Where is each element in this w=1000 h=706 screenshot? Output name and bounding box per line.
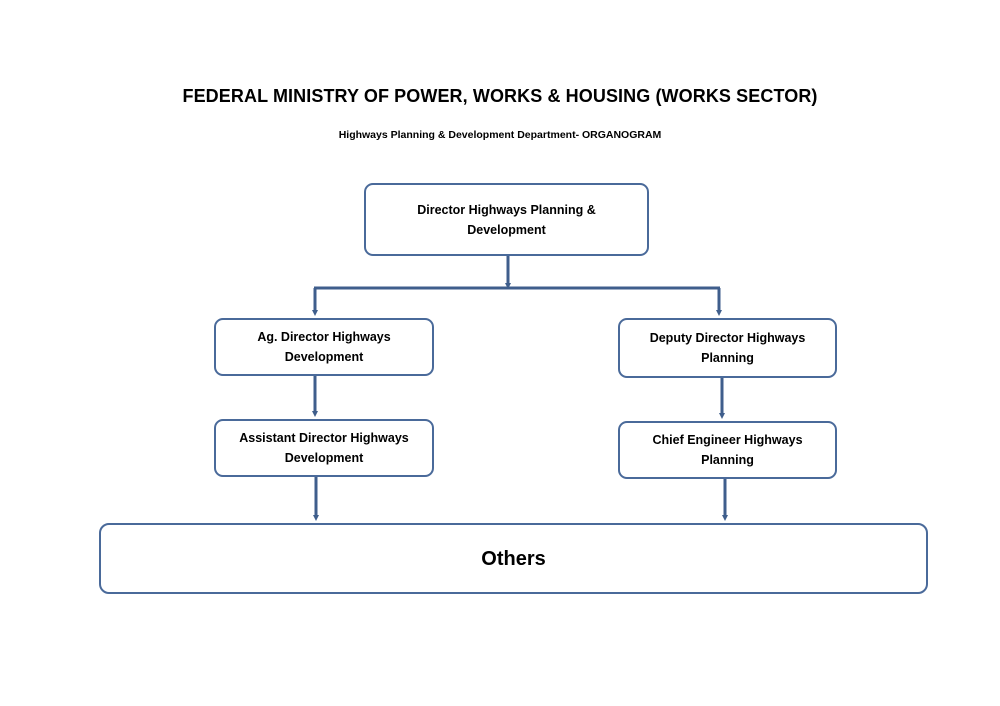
node-chief-engineer: Chief Engineer Highways Planning [618,421,837,479]
node-ag-director-label: Ag. Director Highways Development [257,330,391,364]
node-director-label: Director Highways Planning & Development [417,202,596,237]
page-subtitle: Highways Planning & Development Departme… [338,129,662,141]
page-title: FEDERAL MINISTRY OF POWER, WORKS & HOUSI… [182,86,818,106]
node-assistant-director: Assistant Director Highways Development [214,419,434,477]
node-director: Director Highways Planning & Development [364,183,649,256]
node-chief-engineer-label: Chief Engineer Highways Planning [652,433,803,467]
node-deputy-director: Deputy Director Highways Planning [618,318,837,378]
node-others-label: Others [481,547,546,570]
node-others: Others [99,523,928,594]
node-assistant-director-label: Assistant Director Highways Development [239,431,409,465]
node-ag-director: Ag. Director Highways Development [214,318,434,376]
node-deputy-director-label: Deputy Director Highways Planning [649,331,806,365]
